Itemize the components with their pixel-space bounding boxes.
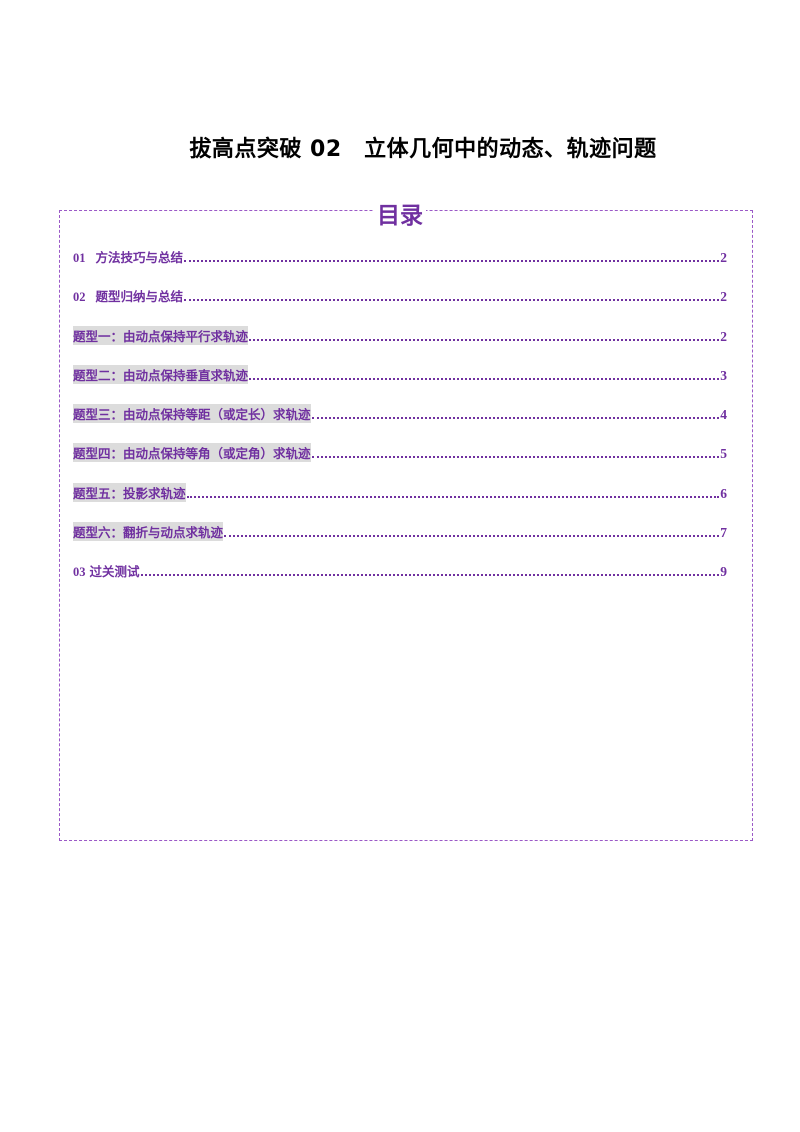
toc-item-text: 题型归纳与总结 (95, 289, 184, 305)
toc-item-summary[interactable]: 02 题型归纳与总结 2 (73, 286, 727, 325)
leader-dots (184, 298, 720, 302)
leader-dots (249, 377, 720, 380)
toc-item-text: 题型四：由动点保持等角（或定角）求轨迹 (73, 443, 311, 463)
toc-item-type-1[interactable]: 题型一：由动点保持平行求轨迹 2 (73, 325, 727, 365)
toc-item-text: 题型一：由动点保持平行求轨迹 (73, 325, 249, 345)
toc-item-page: 2 (720, 289, 727, 305)
toc-item-text: 方法技巧与总结 (95, 250, 184, 265)
leader-dots (224, 534, 720, 538)
toc-item-page: 5 (720, 446, 727, 462)
toc-item-label: 02 题型归纳与总结 (73, 286, 183, 305)
leader-dots (186, 495, 720, 498)
toc-item-type-2[interactable]: 题型二：由动点保持垂直求轨迹 3 (73, 364, 727, 404)
toc-item-text: 题型三：由动点保持等距（或定长）求轨迹 (73, 404, 311, 424)
toc-item-type-6[interactable]: 题型六：翻折与动点求轨迹 7 (73, 522, 727, 561)
toc-item-label: 01 方法技巧与总结 (73, 247, 183, 266)
toc-item-methods[interactable]: 01 方法技巧与总结 2 (73, 247, 727, 286)
document-title: 拔高点突破 02 立体几何中的动态、轨迹问题 (189, 137, 657, 162)
leader-dots (184, 259, 720, 262)
toc-item-page: 7 (720, 525, 727, 541)
toc-item-type-3[interactable]: 题型三：由动点保持等距（或定长）求轨迹 4 (73, 404, 727, 443)
toc-item-page: 2 (720, 328, 727, 344)
leader-dots (311, 455, 720, 459)
toc-item-type-5[interactable]: 题型五：投影求轨迹 6 (73, 482, 727, 522)
toc-item-text: 题型二：由动点保持垂直求轨迹 (73, 364, 249, 384)
toc-item-page: 9 (720, 564, 727, 580)
toc-item-number: 03 (73, 565, 86, 580)
toc-item-number: 01 (73, 251, 86, 265)
toc-item-text: 过关测试 (89, 564, 140, 580)
toc-item-page: 4 (720, 407, 727, 423)
toc-item-number: 02 (73, 290, 86, 305)
toc-item-page: 3 (720, 367, 727, 383)
toc-item-type-4[interactable]: 题型四：由动点保持等角（或定角）求轨迹 5 (73, 443, 727, 482)
leader-dots (311, 416, 720, 420)
toc-heading-text: 目录 (374, 203, 426, 229)
toc-item-page: 2 (720, 250, 727, 265)
toc-item-text: 题型五：投影求轨迹 (73, 482, 186, 502)
leader-dots (140, 573, 720, 577)
toc-item-page: 6 (720, 485, 727, 501)
toc-heading: 目录 (0, 196, 800, 230)
toc-item-text: 题型六：翻折与动点求轨迹 (73, 522, 224, 542)
leader-dots (249, 338, 720, 341)
toc-list: 01 方法技巧与总结 2 02 题型归纳与总结 2 题型一：由动点保持平行求轨迹 2… (73, 247, 727, 601)
